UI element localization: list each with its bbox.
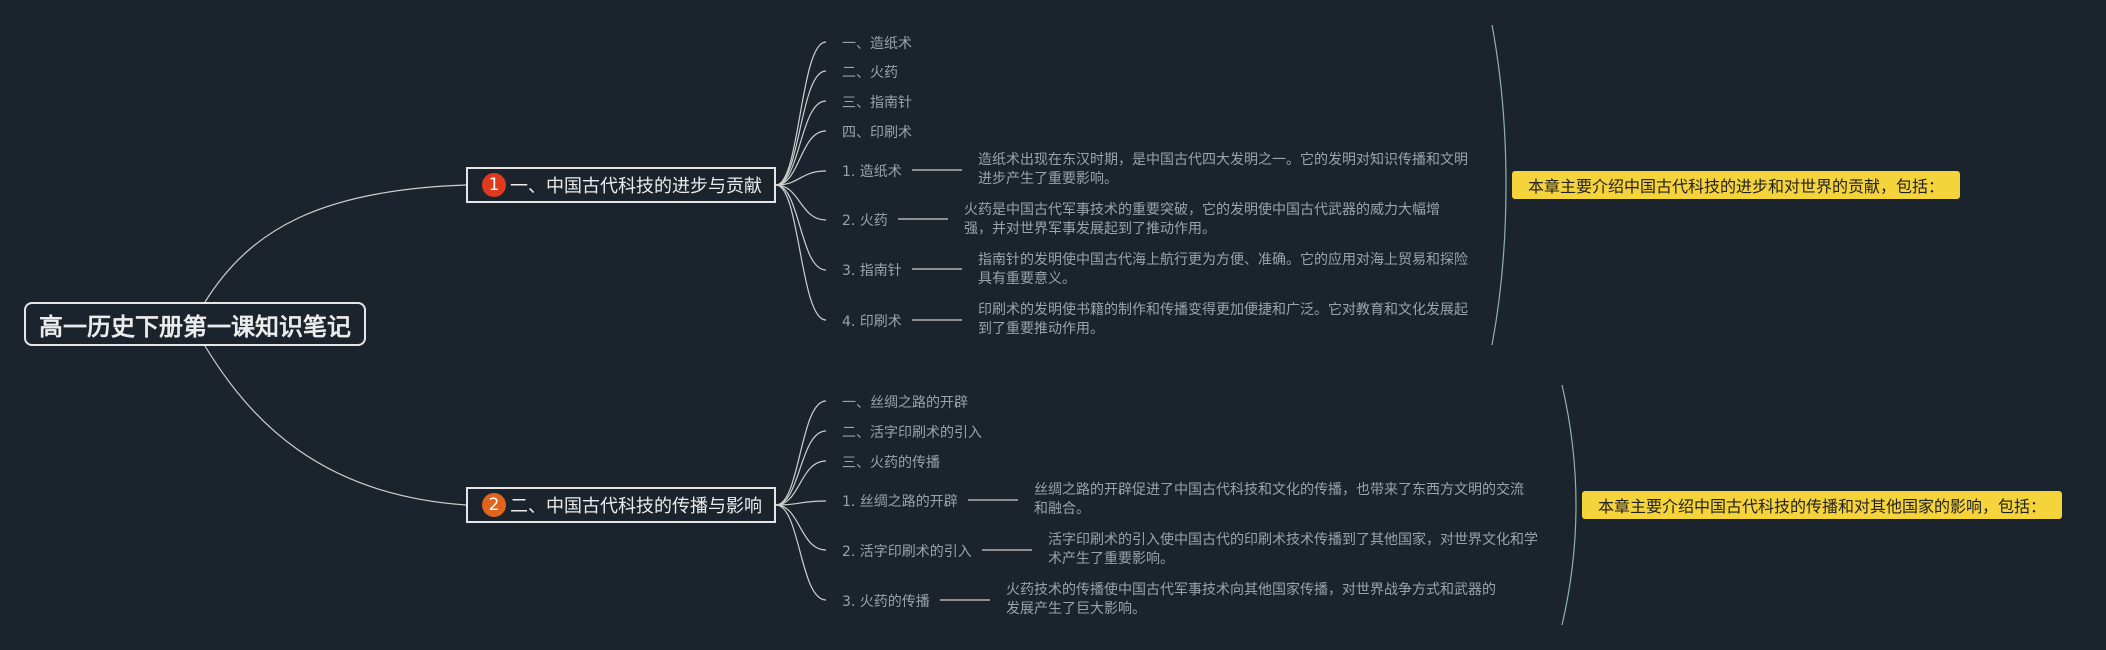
b2-detail-2-label[interactable]: 2. 活字印刷术的引入	[842, 544, 972, 560]
main-topic-2[interactable]: 2 二、中国古代科技的传播与影响	[466, 487, 776, 523]
b2-topic-3[interactable]: 三、火药的传播	[842, 455, 940, 471]
b2-link-detail-2	[775, 504, 827, 551]
b1-topic-1[interactable]: 一、造纸术	[842, 36, 912, 52]
b1-link-topic-4	[775, 130, 827, 186]
b2-link-topic-2	[775, 430, 827, 506]
b1-detail-1-label[interactable]: 1. 造纸术	[842, 164, 902, 180]
b1-detail-1-text[interactable]: 造纸术出现在东汉时期，是中国古代四大发明之一。它的发明对知识传播和文明进步产生了…	[978, 152, 1468, 187]
b2-detail-1-text[interactable]: 丝绸之路的开辟促进了中国古代科技和文化的传播，也带来了东西方文明的交流和融合。	[1034, 482, 1524, 517]
b1-detail-4-label[interactable]: 4. 印刷术	[842, 314, 902, 330]
b2-topic-2[interactable]: 二、活字印刷术的引入	[842, 425, 982, 441]
b2-link-topic-1	[775, 400, 827, 506]
main-topic-1[interactable]: 1 一、中国古代科技的进步与贡献	[466, 167, 776, 203]
b1-summary-brace	[1491, 24, 1507, 346]
b2-link-detail-3	[775, 504, 827, 601]
b1-link-detail-4	[775, 184, 827, 321]
b1-topic-2[interactable]: 二、火药	[842, 65, 898, 81]
b1-link-detail-1	[775, 170, 827, 186]
b2-detail-1-label[interactable]: 1. 丝绸之路的开辟	[842, 494, 958, 510]
b2-detail-3-label[interactable]: 3. 火药的传播	[842, 594, 930, 610]
main-topic-1-label: 一、中国古代科技的进步与贡献	[510, 176, 762, 197]
b1-link-topic-2	[775, 70, 827, 186]
priority-1-badge: 1	[482, 173, 506, 197]
b1-link-detail-3	[775, 184, 827, 271]
b1-summary[interactable]: 本章主要介绍中国古代科技的进步和对世界的贡献，包括：	[1512, 171, 1961, 199]
b1-detail-3-text[interactable]: 指南针的发明使中国古代海上航行更为方便、准确。它的应用对海上贸易和探险具有重要意…	[978, 252, 1468, 287]
root-topic[interactable]: 高一历史下册第一课知识笔记	[24, 302, 366, 346]
b2-summary-brace	[1561, 384, 1577, 626]
b2-link-detail-1	[775, 500, 827, 506]
b1-topic-3[interactable]: 三、指南针	[842, 95, 912, 111]
b1-link-detail-2	[775, 184, 827, 221]
root-branch-1-link	[204, 184, 467, 303]
root-branch-2-link	[204, 345, 467, 506]
b1-detail-4-text[interactable]: 印刷术的发明使书籍的制作和传播变得更加便捷和广泛。它对教育和文化发展起到了重要推…	[978, 302, 1468, 337]
b1-detail-2-label[interactable]: 2. 火药	[842, 213, 888, 229]
b1-topic-4[interactable]: 四、印刷术	[842, 125, 912, 141]
b1-detail-2-text[interactable]: 火药是中国古代军事技术的重要突破，它的发明使中国古代武器的威力大幅增强，并对世界…	[964, 202, 1440, 237]
b2-link-topic-3	[775, 460, 827, 506]
b1-link-topic-1	[775, 41, 827, 186]
b2-topic-1[interactable]: 一、丝绸之路的开辟	[842, 395, 968, 411]
b2-detail-2-text[interactable]: 活字印刷术的引入使中国古代的印刷术技术传播到了其他国家，对世界文化和学术产生了重…	[1048, 532, 1538, 567]
priority-2-badge: 2	[482, 493, 506, 517]
b2-detail-3-text[interactable]: 火药技术的传播使中国古代军事技术向其他国家传播，对世界战争方式和武器的发展产生了…	[1006, 582, 1496, 617]
b1-detail-3-label[interactable]: 3. 指南针	[842, 263, 902, 279]
b2-summary[interactable]: 本章主要介绍中国古代科技的传播和对其他国家的影响，包括：	[1582, 491, 2063, 519]
b1-link-topic-3	[775, 100, 827, 186]
main-topic-2-label: 二、中国古代科技的传播与影响	[510, 496, 762, 517]
